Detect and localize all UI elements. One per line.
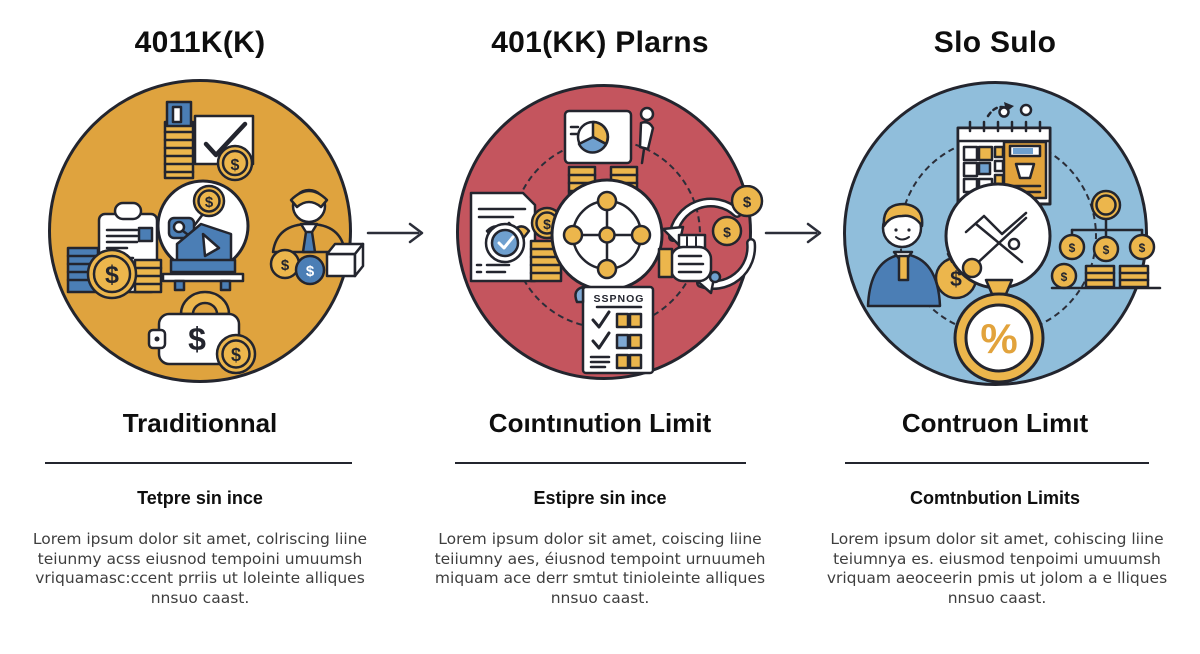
column3-divider: [845, 462, 1149, 464]
dollar-glyph: $: [1103, 243, 1110, 257]
dollar-glyph: $: [205, 194, 214, 211]
coins-envelope-check-icon: $: [163, 100, 255, 182]
arrow-right-icon: [764, 222, 822, 244]
percent-lines-icon: [944, 182, 1052, 290]
clipboard-coins-icon: $: [66, 201, 163, 300]
network-diagram-icon: [550, 178, 664, 292]
dollar-glyph: $: [105, 261, 119, 289]
column1-divider: [45, 462, 352, 464]
column3-header: Slo Sulo: [933, 26, 1057, 59]
column2-body: Lorem ipsum dolor sit amet, coiscing lii…: [434, 530, 766, 607]
column3-title: Contruon Limıt: [901, 408, 1089, 438]
column1-header: 4011K(K): [134, 26, 266, 59]
dollar-glyph: $: [950, 268, 962, 291]
dollar-glyph: $: [723, 224, 731, 240]
money-cycle-icon: $ $: [657, 185, 764, 295]
column3-circle: $: [843, 81, 1162, 386]
dollar-glyph: $: [231, 157, 240, 174]
column1-title: Traıditionnal: [122, 408, 278, 438]
wallet-coin-icon: $ $: [147, 290, 257, 375]
column3-subtitle: Comtnbution Limits: [910, 488, 1080, 508]
dollar-glyph: $: [543, 216, 551, 232]
column1-subtitle: Tetpre sin ince: [137, 488, 263, 508]
column2-header: 401(KK) Plarns: [491, 26, 709, 59]
dollar-glyph: $: [306, 263, 315, 280]
dollar-glyph: $: [231, 345, 241, 365]
dollar-glyph: $: [1061, 270, 1068, 284]
checklist-icon: SSPNOG: [574, 285, 655, 375]
column2-divider: [455, 462, 746, 464]
dollar-glyph: $: [743, 194, 752, 211]
column2-title: Coıntınution Limit: [488, 408, 712, 438]
column2-subtitle: Estipre sin ince: [533, 488, 667, 508]
percent-glyph: %: [980, 315, 1017, 362]
column2-circle: $: [456, 84, 764, 380]
percent-stopwatch-icon: %: [953, 278, 1045, 384]
column1-circle: $ $: [48, 79, 365, 383]
column3-body: Lorem ipsum dolor sit amet, cohiscing li…: [826, 530, 1168, 607]
column1-body: Lorem ipsum dolor sit amet, colriscing l…: [32, 530, 368, 607]
arrow-right-icon: [366, 222, 424, 244]
checklist-label: SSPNOG: [594, 293, 645, 305]
savings-cart-icon: $: [156, 179, 250, 292]
dollar-glyph: $: [188, 321, 206, 357]
dollar-glyph: $: [281, 257, 290, 274]
businessman-coins-icon: $ $: [269, 188, 365, 286]
dollar-glyph: $: [1069, 241, 1076, 255]
coin-tree-icon: $ $ $ $: [1050, 189, 1162, 290]
dollar-glyph: $: [1139, 241, 1146, 255]
